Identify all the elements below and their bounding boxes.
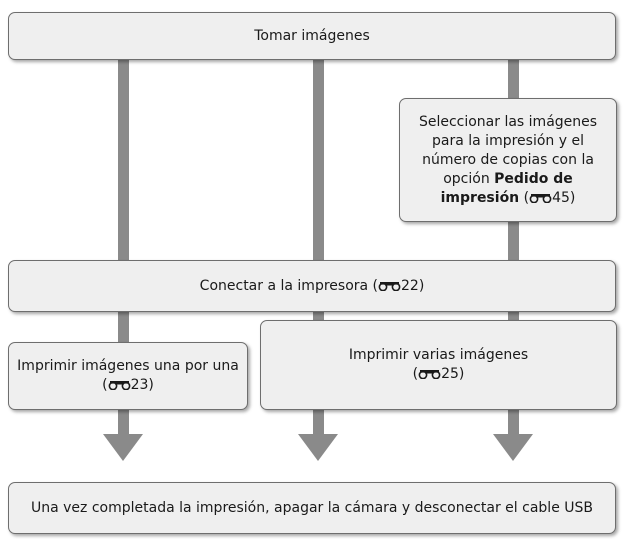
step-print-one-content: Imprimir imágenes una por una (23) [17, 357, 239, 395]
step-print-multiple: Imprimir varias imágenes (25) [260, 320, 617, 410]
connector-right-middle [508, 220, 519, 260]
step-finish-label: Una vez completada la impresión, apagar … [30, 499, 593, 516]
step-print-one-ref-number: 23 [130, 377, 149, 393]
connector-left-lower [118, 410, 129, 435]
connector-left-top [118, 60, 129, 260]
step-take-pictures: Tomar imágenes [8, 12, 616, 60]
binocular-reference-icon [378, 281, 401, 291]
arrowhead-right [493, 434, 533, 461]
connector-right-top [508, 60, 519, 100]
step-take-pictures-label: Tomar imágenes [254, 27, 370, 44]
step-print-multiple-label: Imprimir varias imágenes [348, 347, 529, 363]
step-select-images-ref: (45) [523, 189, 576, 206]
step-select-images-content: Seleccionar las imágenes para la impresi… [406, 113, 610, 208]
step-select-images-bold: Pedido de impresión [440, 170, 573, 206]
step-print-one-ref: (23) [102, 377, 154, 393]
step-print-multiple-ref: (25) [412, 366, 465, 382]
step-print-multiple-ref-number: 25 [441, 366, 459, 382]
step-select-images-text: Seleccionar las imágenes para la impresi… [418, 113, 598, 187]
step-print-multiple-content: Imprimir varias imágenes (25) [349, 346, 528, 384]
step-print-one: Imprimir imágenes una por una (23) [8, 342, 248, 410]
binocular-reference-icon [418, 369, 441, 379]
arrowhead-middle [298, 434, 338, 461]
step-connect-printer-ref-number: 22 [401, 277, 419, 294]
connector-middle-top [313, 60, 324, 260]
step-connect-printer-content: Conectar a la impresora (22) [200, 277, 425, 296]
step-connect-printer-label: Conectar a la impresora [199, 277, 369, 294]
step-select-images: Seleccionar las imágenes para la impresi… [399, 98, 617, 222]
connector-left-bottom [118, 312, 129, 342]
step-select-images-ref-number: 45 [552, 189, 570, 206]
binocular-reference-icon [529, 193, 552, 203]
step-print-one-label: Imprimir imágenes una por una [17, 358, 239, 374]
binocular-reference-icon [108, 380, 131, 390]
arrowhead-left [103, 434, 143, 461]
connector-right-lower [508, 410, 519, 435]
step-connect-printer: Conectar a la impresora (22) [8, 260, 616, 312]
step-finish: Una vez completada la impresión, apagar … [8, 482, 616, 534]
step-connect-printer-ref: (22) [372, 277, 425, 294]
